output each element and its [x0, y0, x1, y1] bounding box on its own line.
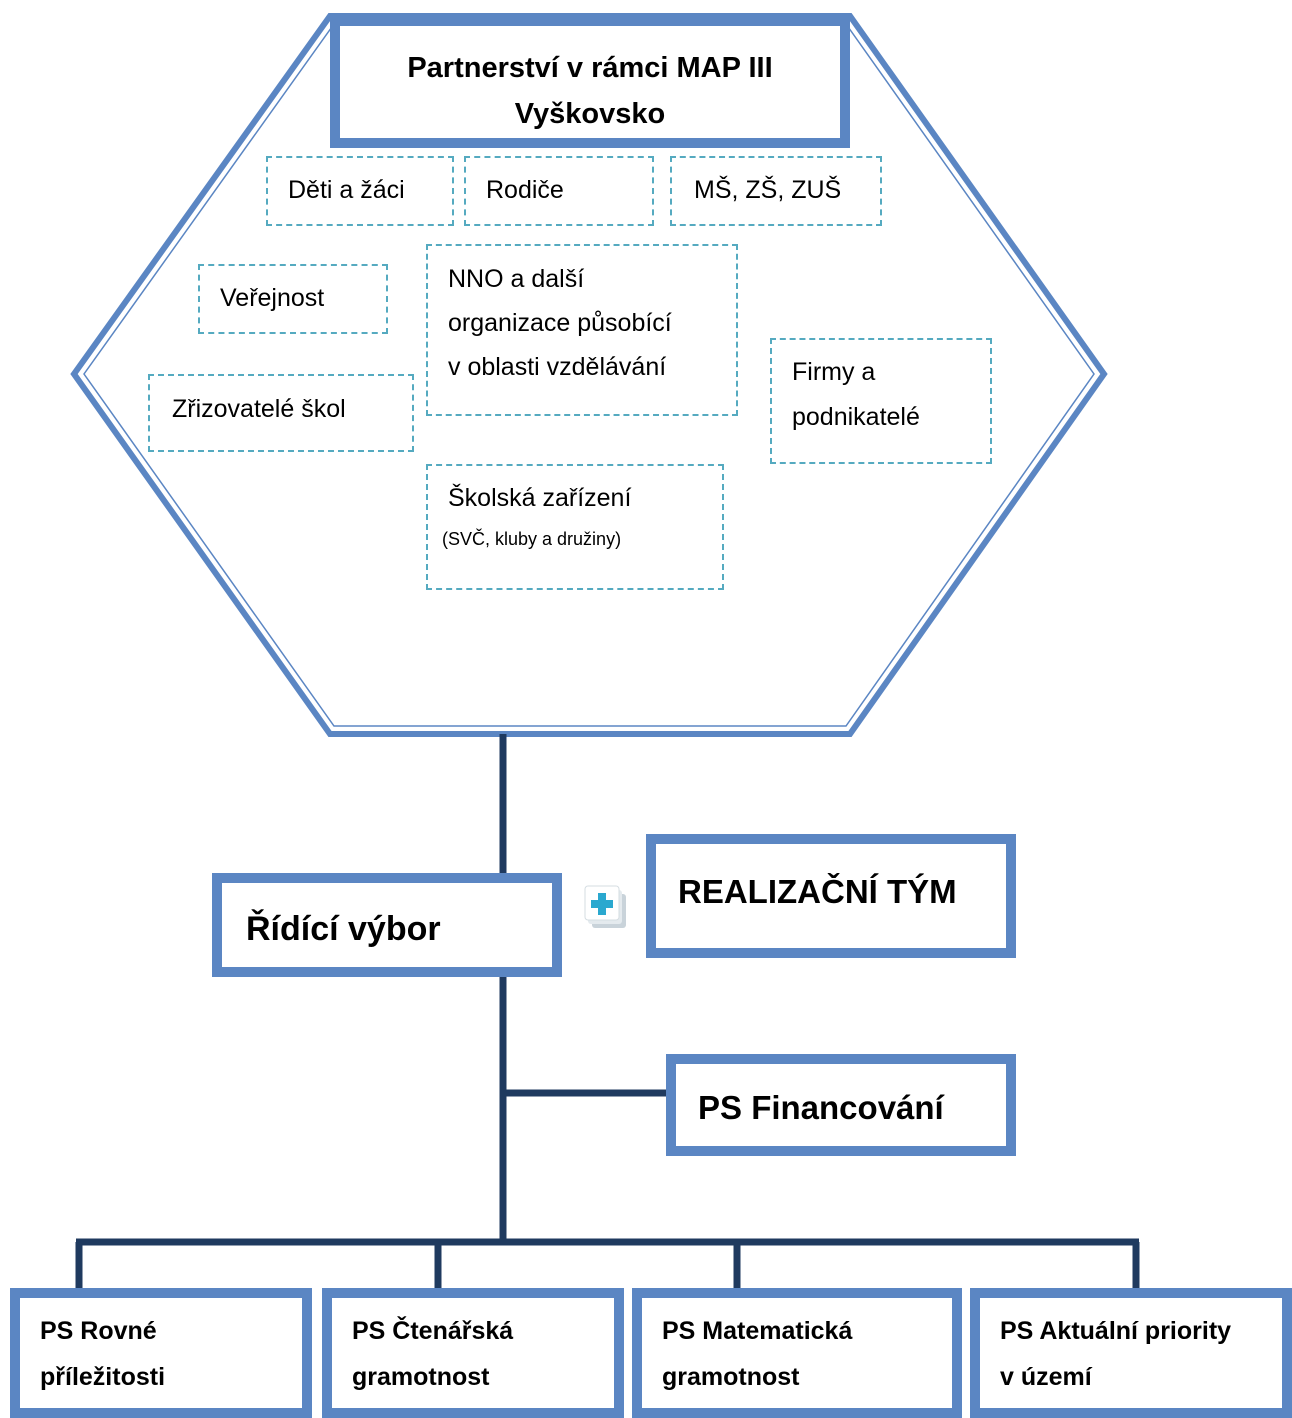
member-label-public: Veřejnost	[220, 284, 325, 312]
steering-committee-label: Řídící výbor	[246, 910, 441, 948]
member-label-parents: Rodiče	[486, 176, 564, 204]
financing-group-label: PS Financování	[698, 1089, 944, 1126]
steering-committee-box: Řídící výbor	[212, 873, 562, 977]
financing-group-box: PS Financování	[666, 1054, 1016, 1156]
plus-icon	[584, 884, 628, 930]
member-box-facilities: Školská zařízení (SVČ, kluby a družiny)	[426, 464, 724, 590]
working-group-label-line2: v území	[1000, 1363, 1092, 1391]
member-box-schools: MŠ, ZŠ, ZUŠ	[670, 156, 882, 226]
member-box-children: Děti a žáci	[266, 156, 454, 226]
member-box-public: Veřejnost	[198, 264, 388, 334]
working-group-label-line2: gramotnost	[662, 1363, 800, 1391]
member-box-nno: NNO a další organizace působící v oblast…	[426, 244, 738, 416]
working-group-box: PS Matematická gramotnost	[632, 1288, 962, 1418]
member-label-facilities-line2: (SVČ, kluby a družiny)	[442, 529, 622, 549]
working-group-box: PS Čtenářská gramotnost	[322, 1288, 624, 1418]
working-group-label-line2: příležitosti	[40, 1363, 166, 1391]
working-group-label-line1: PS Čtenářská	[352, 1317, 514, 1345]
member-label-companies-line2: podnikatelé	[792, 403, 920, 431]
working-group-label-line1: PS Matematická	[662, 1317, 853, 1345]
working-group-label-line1: PS Rovné	[40, 1317, 157, 1345]
implementation-team-box: REALIZAČNÍ TÝM	[646, 834, 1016, 958]
member-label-children: Děti a žáci	[288, 176, 405, 204]
partnership-title-line2: Vyškovsko	[514, 98, 666, 130]
working-group-label-line2: gramotnost	[352, 1363, 490, 1391]
member-label-companies-line1: Firmy a	[792, 358, 876, 386]
member-label-nno-line1: NNO a další	[448, 265, 585, 293]
member-label-facilities-line1: Školská zařízení	[448, 484, 632, 512]
working-group-label-line1: PS Aktuální priority	[1000, 1317, 1232, 1345]
partnership-title-line1: Partnerství v rámci MAP III	[407, 52, 773, 84]
implementation-team-label: REALIZAČNÍ TÝM	[678, 873, 957, 910]
member-label-schools: MŠ, ZŠ, ZUŠ	[694, 176, 842, 204]
working-group-box: PS Aktuální priority v území	[970, 1288, 1292, 1418]
member-label-nno-line3: v oblasti vzdělávání	[448, 353, 667, 381]
member-box-founders: Zřizovatelé škol	[148, 374, 414, 452]
member-label-nno-line2: organizace působící	[448, 309, 672, 337]
working-group-box: PS Rovné příležitosti	[10, 1288, 312, 1418]
member-label-founders: Zřizovatelé škol	[172, 395, 346, 423]
partnership-title-box: Partnerství v rámci MAP III Vyškovsko	[330, 16, 850, 148]
member-box-companies: Firmy a podnikatelé	[770, 338, 992, 464]
member-box-parents: Rodiče	[464, 156, 654, 226]
